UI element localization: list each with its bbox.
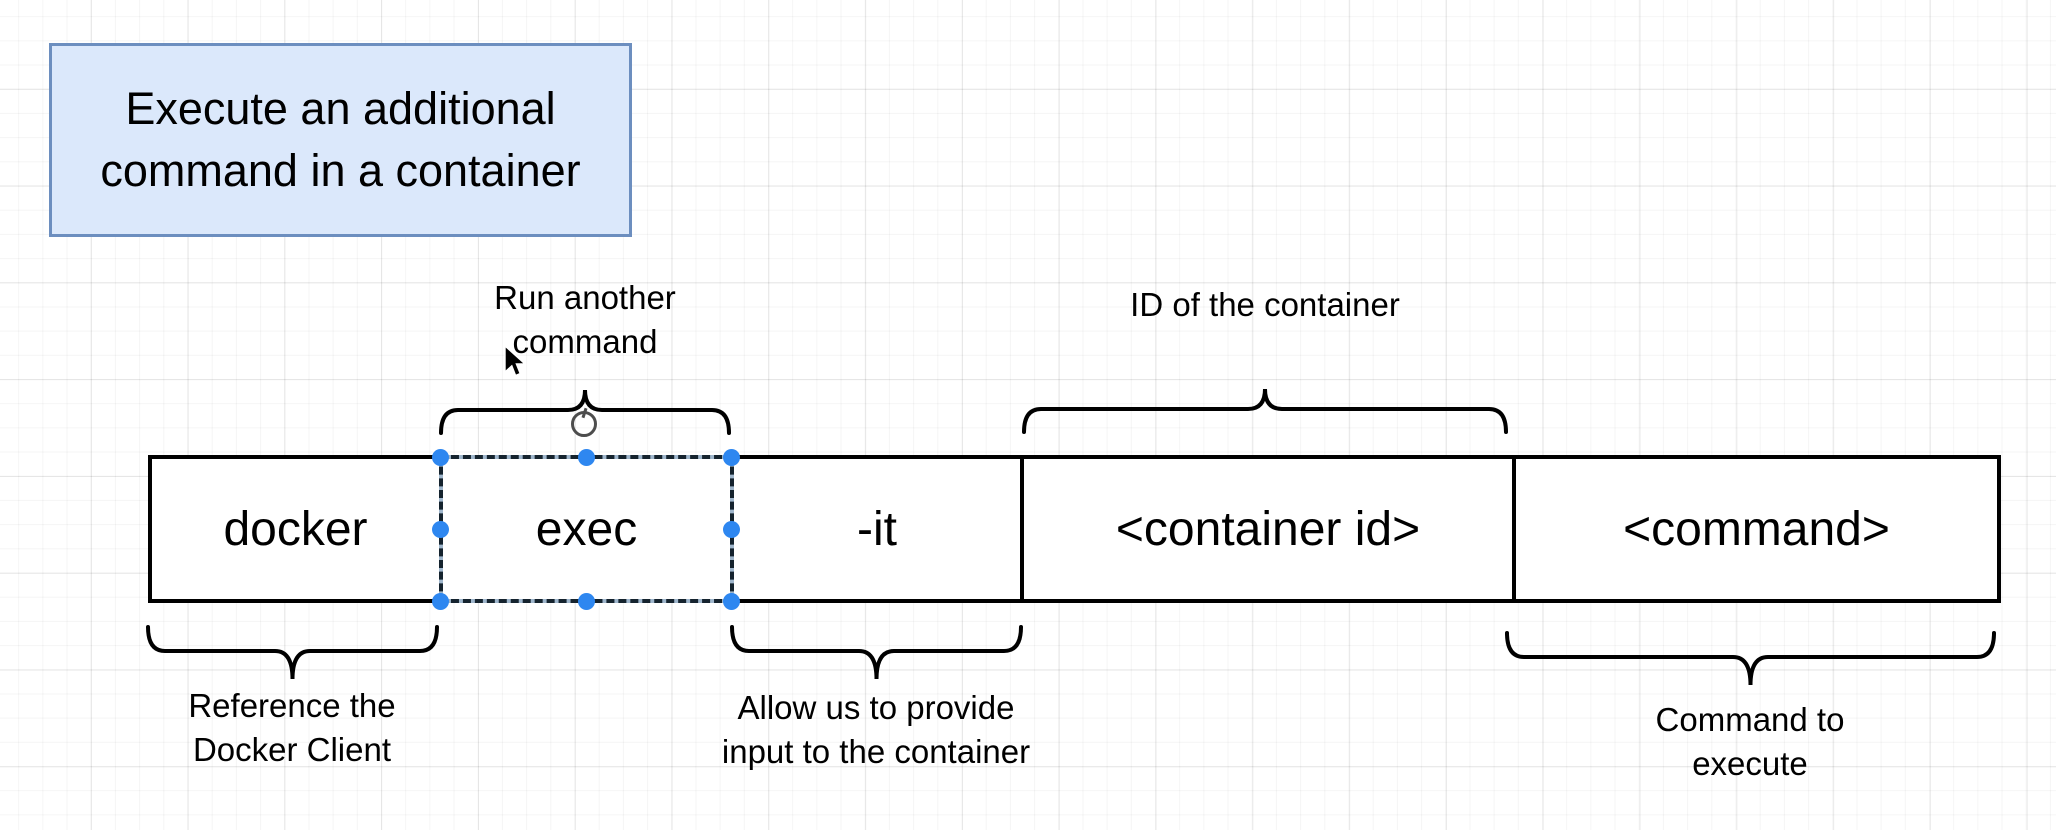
selection-outline[interactable]	[439, 455, 734, 603]
cmd-box-command-label: <command>	[1623, 502, 1890, 556]
label-allow-input[interactable]: Allow us to provide input to the contain…	[721, 689, 1031, 770]
selection-handle-e[interactable]	[723, 521, 740, 538]
cmd-box-container-id-label: <container id>	[1115, 502, 1421, 556]
cmd-box-container-id[interactable]: <container id>	[1020, 455, 1516, 603]
cmd-box-it[interactable]: -it	[730, 455, 1024, 603]
selection-handle-nw[interactable]	[432, 449, 449, 466]
cmd-box-docker-label: docker	[223, 502, 368, 556]
brace-top-container-id[interactable]	[1021, 383, 1509, 434]
selection-handle-sw[interactable]	[432, 593, 449, 610]
note-text: Execute an additional command in a conta…	[100, 82, 581, 196]
note-box[interactable]: Execute an additional command in a conta…	[49, 43, 632, 237]
cmd-box-command[interactable]: <command>	[1512, 455, 2001, 603]
brace-top-exec[interactable]	[438, 383, 732, 435]
label-id-of-container[interactable]: ID of the container	[1130, 286, 1400, 323]
brace-bottom-docker[interactable]	[145, 624, 440, 684]
selection-handle-ne[interactable]	[723, 449, 740, 466]
rotate-icon[interactable]	[571, 407, 597, 437]
cmd-box-docker[interactable]: docker	[148, 455, 443, 603]
cmd-box-it-label: -it	[857, 502, 897, 556]
brace-bottom-command[interactable]	[1504, 630, 1997, 690]
label-command-to-execute[interactable]: Command to execute	[1655, 701, 1845, 782]
selection-handle-se[interactable]	[723, 593, 740, 610]
arrow-cursor	[504, 344, 527, 377]
selection-handle-s[interactable]	[578, 593, 595, 610]
brace-bottom-it[interactable]	[729, 624, 1024, 684]
selection-handle-n[interactable]	[578, 449, 595, 466]
label-reference-docker-client[interactable]: Reference the Docker Client	[188, 687, 396, 768]
label-run-another-command[interactable]: Run another command	[494, 279, 676, 360]
selection-handle-w[interactable]	[432, 521, 449, 538]
cmd-box-exec-label: exec	[535, 502, 638, 556]
